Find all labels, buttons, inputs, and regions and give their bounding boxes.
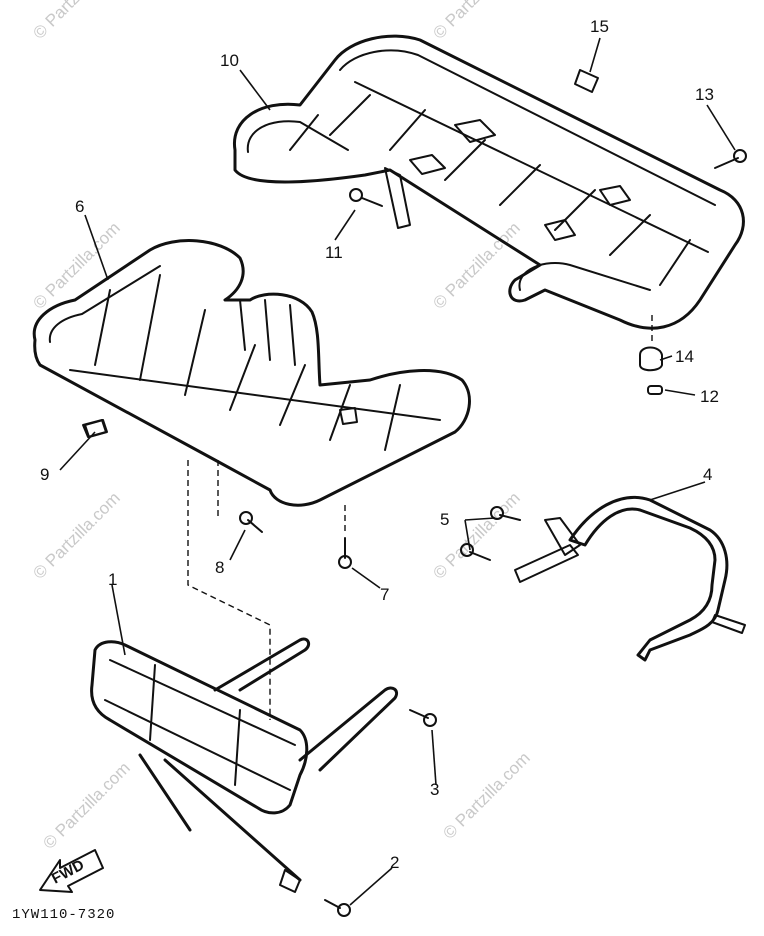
callout-9: 9 xyxy=(40,465,49,484)
fasteners xyxy=(84,149,747,917)
callout-5: 5 xyxy=(440,510,449,529)
callout-12: 12 xyxy=(700,387,719,406)
bracket xyxy=(514,495,746,662)
callout-3: 3 xyxy=(430,780,439,799)
callout-1: 1 xyxy=(108,570,117,589)
diagram-code: 1YW110-7320 xyxy=(12,907,115,923)
bolt-7 xyxy=(338,537,352,569)
callout-8: 8 xyxy=(215,558,224,577)
callouts: 10 15 13 11 6 14 12 9 5 4 8 7 1 3 2 xyxy=(40,17,719,872)
callout-15: 15 xyxy=(590,17,609,36)
callout-4: 4 xyxy=(703,465,712,484)
assembly-lines xyxy=(187,315,653,720)
watermark: © Partzilla.com xyxy=(429,0,523,43)
callout-14: 14 xyxy=(675,347,694,366)
label-9 xyxy=(84,419,108,438)
front-guard xyxy=(90,637,399,893)
bolt-8 xyxy=(239,511,263,533)
watermark: © Partzilla.com xyxy=(429,218,523,312)
collar-12 xyxy=(647,385,663,395)
callout-13: 13 xyxy=(695,85,714,104)
leader-lines xyxy=(59,37,736,906)
bolt-3 xyxy=(409,709,437,727)
fwd-label: FWD xyxy=(49,856,87,887)
watermark: © Partzilla.com xyxy=(39,758,133,852)
bolt-5b xyxy=(460,543,491,561)
watermark: © Partzilla.com xyxy=(429,488,523,582)
bolt-2 xyxy=(324,899,351,917)
callout-2: 2 xyxy=(390,853,399,872)
rear-carrier xyxy=(232,34,745,330)
callout-7: 7 xyxy=(380,585,389,604)
clip-14 xyxy=(639,346,663,372)
callout-6: 6 xyxy=(75,197,84,216)
bolt-11 xyxy=(349,188,383,207)
callout-11: 11 xyxy=(325,243,343,262)
bolt-5a xyxy=(490,506,521,521)
front-carrier xyxy=(32,239,471,507)
watermark: © Partzilla.com xyxy=(29,0,123,43)
fwd-arrow: FWD xyxy=(39,849,104,893)
watermark: © Partzilla.com xyxy=(29,488,123,582)
watermark: © Partzilla.com xyxy=(439,748,533,842)
callout-10: 10 xyxy=(220,51,239,70)
bolt-13 xyxy=(714,149,747,169)
